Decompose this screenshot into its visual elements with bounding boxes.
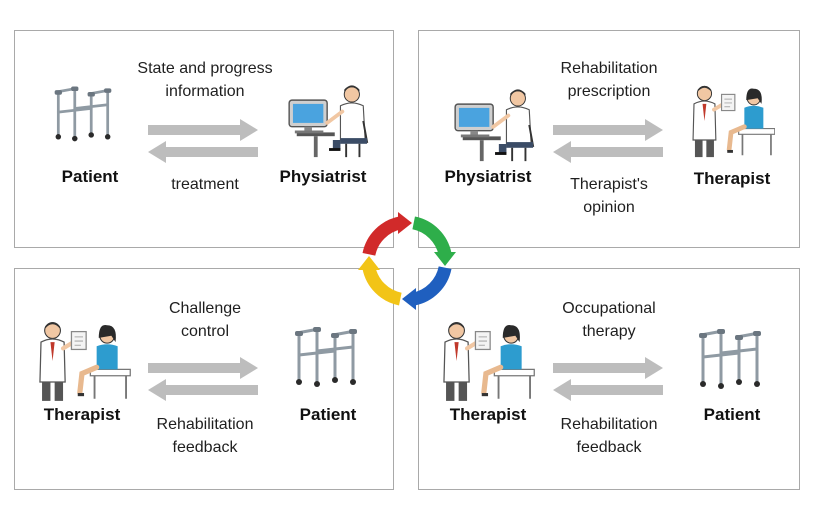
cycle-arc-green xyxy=(412,216,452,256)
forward-message: Rehabilitation prescription xyxy=(560,60,658,100)
exchange-arrows xyxy=(553,357,663,401)
panel-patient-physiatrist: State and progress information treatment… xyxy=(14,30,394,248)
cycle-head-red xyxy=(398,212,412,234)
exchange-arrows xyxy=(148,119,258,163)
cycle-arc-red xyxy=(362,216,402,256)
role-right: Physiatrist xyxy=(279,167,367,186)
cycle-icon xyxy=(358,212,456,310)
role-left: Physiatrist xyxy=(444,167,532,186)
therapist-icon xyxy=(689,83,775,159)
cycle-arc-yellow xyxy=(362,266,402,306)
forward-message: Occupational therapy xyxy=(562,300,656,340)
exchange-arrows xyxy=(148,357,258,401)
role-left: Therapist xyxy=(449,405,527,424)
therapist-icon xyxy=(35,319,131,403)
panel-therapist-patient-occupational: Occupational therapy Rehabilitation feed… xyxy=(418,268,800,490)
cycle-head-yellow xyxy=(358,256,380,270)
therapist-icon xyxy=(439,319,535,403)
walker-icon xyxy=(51,81,115,145)
backward-message: Rehabilitation feedback xyxy=(156,416,254,456)
forward-message: Challenge control xyxy=(168,300,242,340)
role-left: Therapist xyxy=(43,405,121,424)
backward-message: Rehabilitation feedback xyxy=(560,416,658,456)
backward-message: Therapist's opinion xyxy=(570,176,648,216)
walker-icon xyxy=(695,323,765,393)
role-left: Patient xyxy=(61,167,119,186)
backward-message: treatment xyxy=(171,176,239,193)
physiatrist-icon xyxy=(453,87,539,163)
physiatrist-icon xyxy=(287,83,373,159)
exchange-arrows xyxy=(553,119,663,163)
panel-physiatrist-therapist: Rehabilitation prescription Therapist's … xyxy=(418,30,800,248)
cycle-head-green xyxy=(434,252,456,266)
forward-message: State and progress information xyxy=(137,60,273,100)
walker-icon xyxy=(291,321,361,391)
cycle-arc-blue xyxy=(412,266,452,306)
role-right: Patient xyxy=(299,405,357,424)
role-right: Patient xyxy=(703,405,761,424)
panel-therapist-patient-challenge: Challenge control Rehabilitation feedbac… xyxy=(14,268,394,490)
role-right: Therapist xyxy=(693,169,771,188)
cycle-head-blue xyxy=(402,288,416,310)
